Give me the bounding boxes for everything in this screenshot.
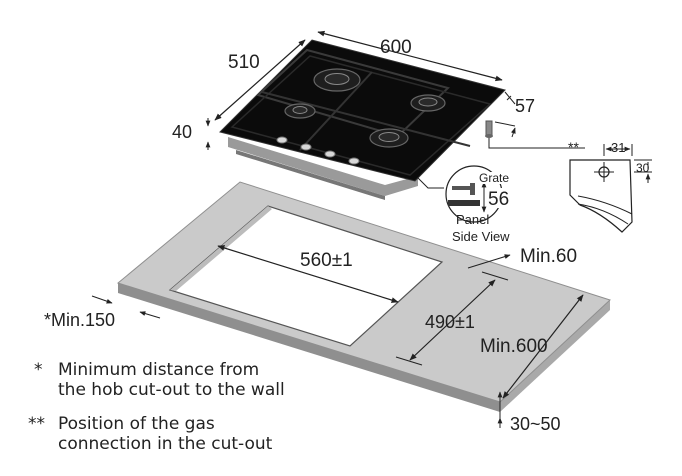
burner-rear-right xyxy=(410,94,446,112)
gas-detail-marker: ** xyxy=(568,139,579,155)
burner-rear-left xyxy=(313,68,361,92)
side-height-label: 56 xyxy=(488,189,509,210)
dim-gas-offset: 57 xyxy=(494,91,535,138)
side-grate xyxy=(452,186,474,190)
dim-hob-height: 40 xyxy=(172,118,211,150)
dim-min-front: Min.60 xyxy=(467,246,577,269)
side-view-leader xyxy=(417,177,444,189)
gas-detail-curve-b xyxy=(577,203,629,225)
note-line: Minimum distance from xyxy=(58,360,260,380)
control-knobs xyxy=(276,136,360,165)
cutout-depth-label: 490±1 xyxy=(425,312,475,332)
gas-pipe-end xyxy=(485,134,493,138)
hob-height-label: 40 xyxy=(172,122,192,142)
gas-offset-label: 57 xyxy=(515,96,535,116)
grate-label: Grate xyxy=(479,171,509,185)
gas-horizontal-label: 31 xyxy=(611,140,625,155)
side-panel xyxy=(448,200,480,206)
dim-hob-depth: 510 xyxy=(214,39,306,121)
dim-thickness: 30~50 xyxy=(497,391,561,434)
min-depth-label: Min.600 xyxy=(480,336,548,357)
gas-pipe xyxy=(485,120,493,136)
note-marker: * xyxy=(34,360,43,380)
burner-front-left xyxy=(284,103,316,119)
min-wall-label: *Min.150 xyxy=(44,310,115,330)
note-marker: ** xyxy=(28,414,45,434)
min-front-label: Min.60 xyxy=(520,246,577,267)
gas-detail: ** 31 30 xyxy=(568,139,652,233)
hob-depth-label: 510 xyxy=(228,52,260,73)
hob-width-label: 600 xyxy=(380,37,412,58)
dim-min-depth: Min.600 xyxy=(480,294,584,399)
note-gas-position: ** Position of the gas connection in the … xyxy=(28,414,272,454)
side-grate-post xyxy=(470,183,475,195)
hob-base xyxy=(236,150,385,200)
dim-cutout-width: 560±1 xyxy=(217,245,399,303)
gas-detail-outline xyxy=(569,159,633,233)
dim-hob-width: 600 xyxy=(317,30,503,82)
side-view-title: Side View xyxy=(452,229,510,244)
note-line: the hob cut-out to the wall xyxy=(58,380,285,400)
gas-vertical-label: 30 xyxy=(636,161,650,175)
dim-cutout-depth: 490±1 xyxy=(395,271,509,366)
cutout-width-label: 560±1 xyxy=(300,250,353,271)
thickness-label: 30~50 xyxy=(510,414,561,434)
countertop-front-edge xyxy=(118,283,500,412)
hob-frame xyxy=(228,137,418,196)
note-line: Position of the gas xyxy=(58,414,215,434)
gas-detail-curve-a xyxy=(577,195,633,215)
dim-min-wall: *Min.150 xyxy=(44,295,161,330)
note-minimum-distance: * Minimum distance from the hob cut-out t… xyxy=(34,360,285,400)
note-line: connection in the cut-out xyxy=(58,434,273,454)
burner-front-right xyxy=(369,128,409,148)
side-view-detail: Grate 56 Panel Side View xyxy=(417,165,512,244)
gas-leader xyxy=(488,138,585,149)
panel-label: Panel xyxy=(456,212,489,227)
